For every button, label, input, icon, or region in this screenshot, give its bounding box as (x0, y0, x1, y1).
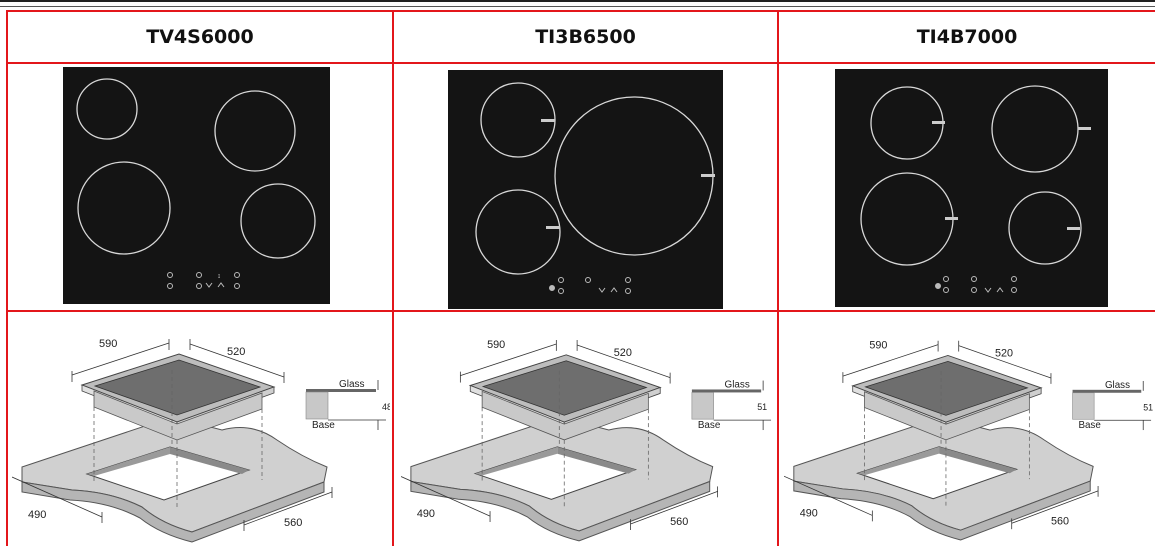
top-rule (0, 0, 1155, 7)
svg-text:ɪ: ɪ (218, 274, 220, 280)
base-label: Base (312, 420, 335, 431)
cooking-zone-front-right (240, 183, 316, 259)
dimension-depth: 520 (614, 347, 632, 359)
cooking-zone-front-left (475, 189, 561, 275)
glass-label: Glass (339, 379, 365, 390)
installation-diagram-1: 590 520 490 560 Glass Base 48 (12, 338, 390, 543)
thickness-value: 51 (757, 402, 767, 412)
dimension-depth: 520 (995, 347, 1013, 359)
model-title-1: TV4S6000 (146, 26, 254, 48)
glass-top (448, 70, 723, 309)
installation-diagram-3: 590 520 490 560 Glass Base 51 (784, 340, 1153, 541)
hob-image-tv4s6000: ɪ (63, 67, 330, 304)
hob-image-ti3b6500 (448, 70, 723, 309)
touch-controls (935, 276, 1017, 293)
glass-top (63, 67, 330, 304)
model-title-3: TI4B7000 (916, 26, 1018, 48)
dimension-cutout-width: 490 (417, 508, 435, 520)
glass-label: Glass (1105, 380, 1130, 391)
dimension-cutout-width: 490 (28, 509, 46, 521)
comparison-table: TV4S6000 TI3B6500 TI4B7000 ɪ (6, 10, 1155, 546)
base-label: Base (1078, 420, 1101, 431)
dimension-depth: 520 (227, 346, 245, 358)
thickness-value: 48 (382, 402, 390, 412)
installation-diagram-2: 590 520 490 560 Glass Base 51 (401, 339, 772, 542)
cooking-zone-rear-right (214, 90, 296, 172)
table-divider-row (6, 310, 1155, 312)
glass-label: Glass (725, 379, 750, 390)
table-border-left (6, 10, 8, 546)
dimension-cutout-width: 490 (800, 507, 818, 519)
table-divider-header (6, 62, 1155, 64)
thickness-value: 51 (1143, 402, 1153, 412)
touch-controls: ɪ (167, 272, 240, 289)
dimension-width: 590 (99, 338, 117, 350)
base-label: Base (698, 420, 721, 431)
cooking-zone-rear-left (77, 161, 171, 255)
table-divider-1 (392, 10, 394, 546)
dimension-cutout-depth: 560 (670, 516, 688, 528)
table-divider-2 (777, 10, 779, 546)
dimension-cutout-depth: 560 (1051, 515, 1069, 527)
dimension-cutout-depth: 560 (284, 517, 302, 529)
hob-image-ti4b7000 (835, 69, 1108, 307)
table-border-top (6, 10, 1155, 12)
model-title-2: TI3B6500 (535, 26, 636, 48)
cooking-zone-front-right (1008, 191, 1082, 265)
cooking-zone-front-left (76, 78, 138, 140)
dimension-width: 590 (869, 340, 887, 352)
dimension-width: 590 (487, 339, 505, 351)
touch-controls (549, 277, 631, 294)
glass-top (835, 69, 1108, 307)
